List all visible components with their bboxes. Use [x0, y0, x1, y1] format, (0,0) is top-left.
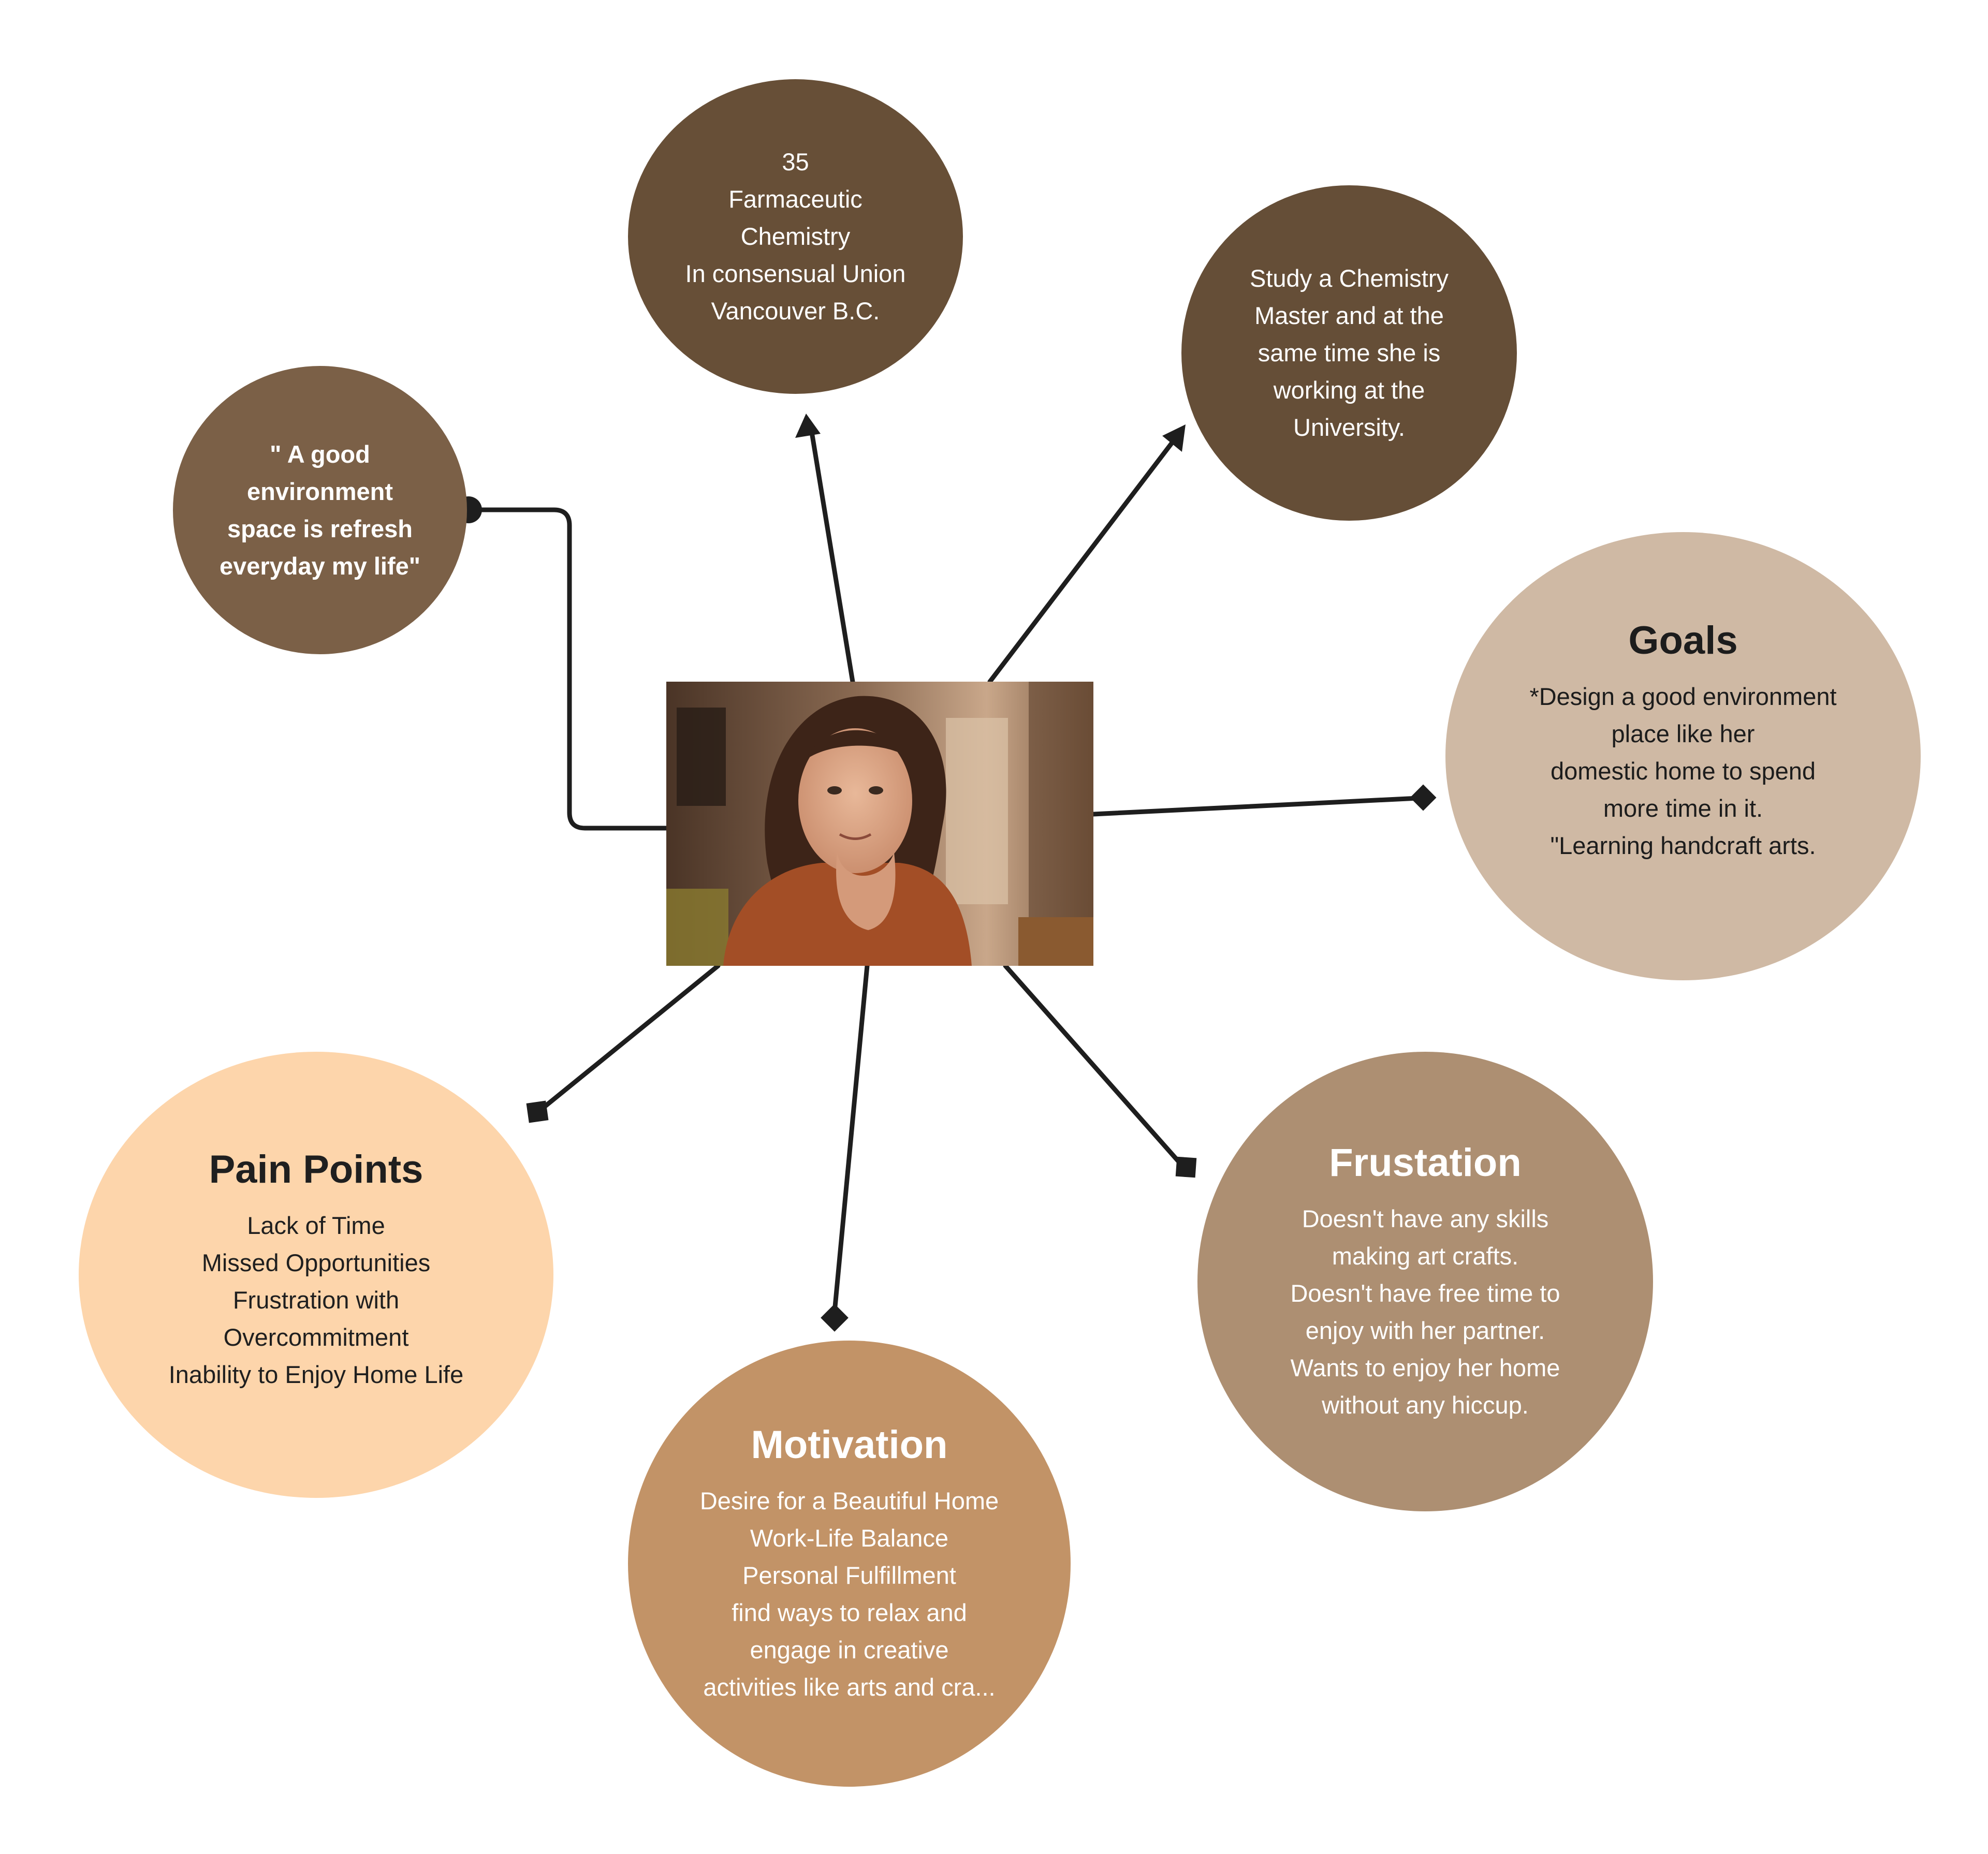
- demographics-line: Chemistry: [740, 223, 851, 250]
- frustration-line: without any hiccup.: [1322, 1391, 1529, 1419]
- connector-motivation: [832, 963, 870, 1315]
- goals-line: domestic home to spend: [1550, 757, 1816, 785]
- diamond-icon: [1410, 784, 1437, 811]
- goals-title: Goals: [1628, 619, 1738, 663]
- connector-demographics: [809, 430, 855, 684]
- connector-frustration: [1003, 963, 1183, 1166]
- demographics-line: Vancouver B.C.: [711, 297, 880, 325]
- frustration-line: making art crafts.: [1332, 1242, 1519, 1270]
- occupation-bubble: Study a Chemistry Master and at the same…: [1181, 185, 1517, 521]
- motivation-line: Personal Fulfillment: [742, 1561, 956, 1589]
- pain-points-line: Inability to Enjoy Home Life: [168, 1360, 464, 1388]
- occupation-line: Study a Chemistry: [1250, 264, 1449, 292]
- connector-quote: [466, 507, 669, 831]
- quote-bubble: " A good environment space is refresh ev…: [173, 366, 467, 654]
- goals-line: more time in it.: [1603, 794, 1763, 822]
- occupation-line: Master and at the: [1254, 302, 1444, 329]
- quote-line: environment: [246, 477, 393, 505]
- pain-points-line: Frustration with: [232, 1286, 400, 1314]
- square-icon: [526, 1100, 549, 1123]
- diamond-icon: [821, 1304, 849, 1332]
- demographics-line: 35: [782, 148, 809, 175]
- quote-line: space is refresh: [227, 514, 413, 542]
- persona-portrait-illustration: [666, 682, 1093, 966]
- occupation-line: University.: [1293, 414, 1405, 441]
- goals-line: *Design a good environment: [1529, 682, 1837, 710]
- arrowhead-icon: [795, 414, 821, 438]
- frustration-line: Doesn't have any skills: [1302, 1204, 1549, 1232]
- quote-line: everyday my life": [219, 552, 421, 580]
- connector-goals: [1091, 796, 1421, 817]
- frustration-title: Frustation: [1329, 1141, 1522, 1185]
- motivation-title: Motivation: [751, 1423, 948, 1467]
- frustration-line: Doesn't have free time to: [1290, 1279, 1560, 1307]
- pain-points-line: Overcommitment: [223, 1323, 409, 1351]
- persona-photo: [666, 682, 1093, 966]
- square-icon: [1175, 1156, 1197, 1178]
- motivation-line: activities like arts and cra...: [703, 1673, 996, 1701]
- pain-points-line: Missed Opportunities: [201, 1248, 431, 1276]
- pain-points-bubble: Pain Points Lack of Time Missed Opportun…: [79, 1052, 553, 1498]
- frustration-bubble: Frustation Doesn't have any skills makin…: [1197, 1052, 1653, 1511]
- motivation-line: Work-Life Balance: [750, 1524, 949, 1552]
- demographics-line: In consensual Union: [685, 260, 906, 287]
- arrowhead-icon: [1162, 424, 1186, 452]
- connector-pain-points: [536, 963, 721, 1114]
- motivation-line: find ways to relax and: [732, 1598, 967, 1626]
- occupation-line: same time she is: [1258, 339, 1441, 366]
- pain-points-title: Pain Points: [209, 1147, 423, 1192]
- goals-line: "Learning handcraft arts.: [1550, 831, 1816, 859]
- motivation-bubble: Motivation Desire for a Beautiful Home W…: [628, 1341, 1071, 1787]
- motivation-line: Desire for a Beautiful Home: [699, 1487, 999, 1514]
- connector-occupation: [987, 437, 1177, 684]
- demographics-bubble: 35 Farmaceutic Chemistry In consensual U…: [628, 79, 963, 394]
- occupation-line: working at the: [1273, 376, 1425, 404]
- motivation-line: engage in creative: [750, 1636, 949, 1664]
- goals-line: place like her: [1611, 719, 1755, 747]
- goals-bubble: Goals *Design a good environment place l…: [1445, 532, 1921, 980]
- frustration-line: Wants to enjoy her home: [1290, 1353, 1560, 1381]
- quote-line: " A good: [270, 440, 370, 468]
- demographics-line: Farmaceutic: [728, 185, 863, 213]
- frustration-line: enjoy with her partner.: [1305, 1316, 1545, 1344]
- pain-points-line: Lack of Time: [247, 1211, 385, 1239]
